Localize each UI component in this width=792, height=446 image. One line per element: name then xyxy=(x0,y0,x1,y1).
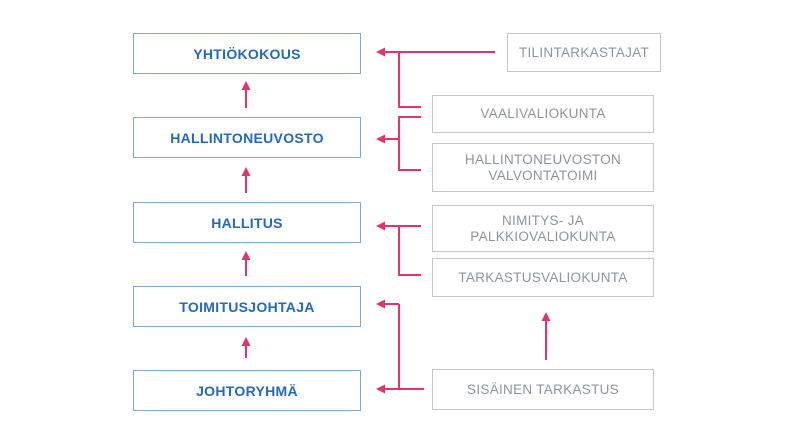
arrow-sisainen-tarkastus-to-tarkastusvaliokunta xyxy=(541,312,551,360)
node-yhtiokokous: YHTIÖKOKOUS xyxy=(133,33,361,74)
node-nimitys-ja-palkkiovaliokunta: NIMITYS- JA PALKKIOVALIOKUNTA xyxy=(432,205,654,252)
arrow-toimitusjohtaja-to-hallitus xyxy=(241,251,251,276)
node-hallintoneuvosto: HALLINTONEUVOSTO xyxy=(133,117,361,158)
node-toimitusjohtaja: TOIMITUSJOHTAJA xyxy=(133,286,361,327)
arrow-hallitus-to-hallintoneuvosto xyxy=(241,167,251,193)
node-hallintoneuvoston-valvontatoimi: HALLINTONEUVOSTON VALVONTATOIMI xyxy=(432,143,654,192)
node-tilintarkastajat: TILINTARKASTAJAT xyxy=(507,33,661,72)
node-johtoryhma: JOHTORYHMÄ xyxy=(133,370,361,411)
connector-vaalivaliokunta-valvontatoimi-to-hallintoneuvosto xyxy=(376,116,421,171)
node-sisainen-tarkastus: SISÄINEN TARKASTUS xyxy=(432,369,654,410)
arrow-johtoryhma-to-toimitusjohtaja xyxy=(241,337,251,358)
node-tarkastusvaliokunta: TARKASTUSVALIOKUNTA xyxy=(432,258,654,297)
node-hallitus: HALLITUS xyxy=(133,202,361,243)
arrow-hallintoneuvosto-to-yhtiokokous xyxy=(241,81,251,108)
node-vaalivaliokunta: VAALIVALIOKUNTA xyxy=(432,95,654,133)
connector-sisainen-tarkastus-to-johtoryhma-toimitusjohtaja xyxy=(376,299,424,394)
connector-valiokunnat-to-hallitus xyxy=(376,221,421,276)
